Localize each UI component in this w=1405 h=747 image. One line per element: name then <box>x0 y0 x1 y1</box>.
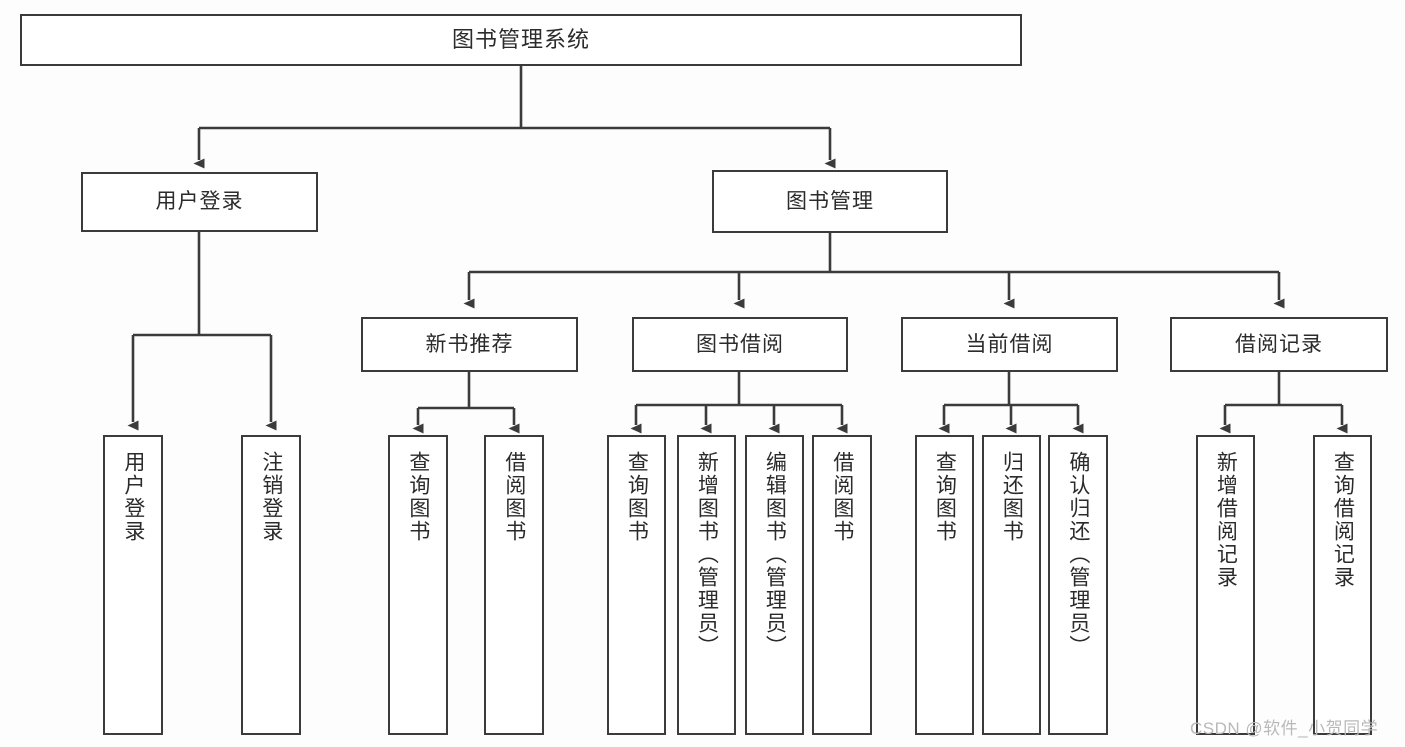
node-label: 借阅图书 <box>502 451 526 543</box>
leaf-logout[interactable]: 注销登录 <box>241 435 301 735</box>
node-label: 编辑图书（管理员） <box>763 451 787 658</box>
node-label: 确认归还（管理员） <box>1066 451 1090 658</box>
leaf-user-login[interactable]: 用户登录 <box>103 435 163 735</box>
csdn-watermark: CSDN @软件_小贺同学 <box>1190 719 1379 738</box>
node-label: 当前借阅 <box>965 332 1054 356</box>
node-label: 注销登录 <box>259 451 283 543</box>
leaf-query-borrow-record[interactable]: 查询借阅记录 <box>1313 435 1372 735</box>
leaf-borrow-book-recommend[interactable]: 借阅图书 <box>484 435 544 735</box>
node-label: 新增借阅记录 <box>1214 451 1238 589</box>
leaf-edit-book-admin[interactable]: 编辑图书（管理员） <box>745 435 804 735</box>
leaf-add-borrow-record[interactable]: 新增借阅记录 <box>1196 435 1255 735</box>
node-label: 查询图书 <box>933 451 957 543</box>
leaf-query-book-recommend[interactable]: 查询图书 <box>388 435 448 735</box>
node-borrow-record[interactable]: 借阅记录 <box>1170 317 1388 372</box>
node-label: 查询图书 <box>406 451 430 543</box>
node-label: 查询借阅记录 <box>1331 451 1355 589</box>
node-label: 用户登录 <box>121 451 145 543</box>
node-label: 用户登录 <box>155 190 244 214</box>
leaf-return-book[interactable]: 归还图书 <box>982 435 1041 735</box>
node-book-borrow[interactable]: 图书借阅 <box>632 317 848 372</box>
leaf-add-book-admin[interactable]: 新增图书（管理员） <box>677 435 736 735</box>
node-label: 新增图书（管理员） <box>695 451 719 658</box>
node-current-borrow[interactable]: 当前借阅 <box>901 317 1118 372</box>
leaf-borrow-book[interactable]: 借阅图书 <box>812 435 872 735</box>
leaf-confirm-return-admin[interactable]: 确认归还（管理员） <box>1048 435 1108 735</box>
node-user-login[interactable]: 用户登录 <box>81 172 318 232</box>
node-label: 查询图书 <box>625 451 649 543</box>
node-new-book-recommend[interactable]: 新书推荐 <box>361 317 578 372</box>
node-label: 新书推荐 <box>425 332 514 356</box>
leaf-query-book-current[interactable]: 查询图书 <box>915 435 974 735</box>
node-label: 借阅图书 <box>830 451 854 543</box>
node-label: 图书管理系统 <box>451 26 590 52</box>
node-label: 借阅记录 <box>1235 332 1323 356</box>
node-root-system[interactable]: 图书管理系统 <box>20 14 1022 66</box>
node-label: 归还图书 <box>1000 451 1024 543</box>
node-label: 图书管理 <box>786 189 874 213</box>
node-label: 图书借阅 <box>696 332 784 356</box>
leaf-query-book-borrow[interactable]: 查询图书 <box>607 435 666 735</box>
node-book-management[interactable]: 图书管理 <box>712 170 948 233</box>
